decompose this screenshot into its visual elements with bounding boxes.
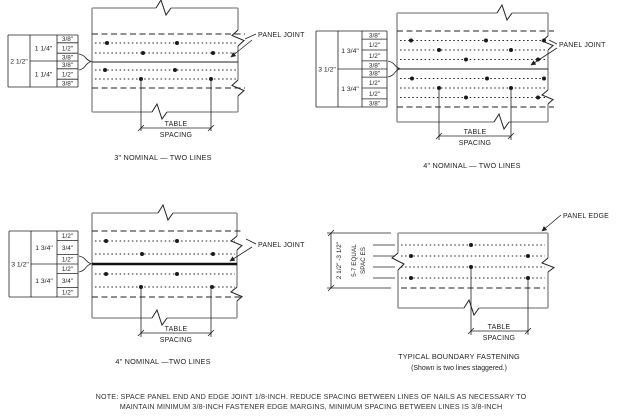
dimension-table: 3 1/2" 1 3/4" 1 3/4" 3/8" 1/2" 1/2" 3/8"… bbox=[315, 30, 402, 108]
row-dim-label: 1/2" bbox=[62, 257, 73, 264]
footnote: NOTE: SPACE PANEL END AND EDGE JOINT 1/8… bbox=[0, 392, 622, 412]
diagram-3-nominal-two-lines: 2 1/2" 1 1/4" 1 1/4" 3/8" 1/2" 3/8" 3/8"… bbox=[7, 0, 305, 162]
row-dim-label: 1/2" bbox=[62, 290, 73, 297]
diagram-typical-boundary-fastening: 2 1/2" -3 1/2" 5-7 EQUAL SPAC ES PANEL E… bbox=[327, 213, 609, 372]
row-dim-label: 3/8" bbox=[369, 100, 380, 107]
row-dim-label: 1/2" bbox=[369, 53, 380, 60]
table-spacing-label: SPACING bbox=[160, 132, 192, 139]
equal-spaces-label: 5-7 EQUAL bbox=[351, 244, 358, 277]
panel-outline bbox=[91, 203, 243, 327]
row-dim-label: 3/8" bbox=[369, 32, 380, 39]
nail-dots bbox=[103, 41, 215, 81]
row-dim-label: 1/2" bbox=[369, 42, 380, 49]
table-spacing-label: SPACING bbox=[459, 140, 491, 147]
nail-dots bbox=[409, 243, 530, 280]
group-dim-label: 1 1/4" bbox=[35, 72, 53, 79]
row-dim-label: 3/8" bbox=[62, 80, 73, 87]
table-spacing-label: SPACING bbox=[483, 335, 515, 342]
table-spacing-dimension: TABLE SPACING bbox=[137, 289, 215, 344]
diagram-4-nominal-two-lines-a: 3 1/2" 1 3/4" 1 3/4" 3/8" 1/2" 1/2" 3/8"… bbox=[315, 3, 606, 170]
diagram-4-nominal-two-lines-b: 3 1/2" 1 3/4" 1 3/4" 1/2" 3/4" 1/2" 1/2"… bbox=[8, 203, 305, 366]
panel-joint-callout: PANEL JOINT bbox=[229, 238, 305, 262]
table-spacing-label: TABLE bbox=[488, 324, 511, 331]
table-spacing-label: SPACING bbox=[160, 337, 192, 344]
panel-edge-callout: PANEL EDGE bbox=[541, 213, 609, 232]
fastener-lines bbox=[397, 30, 554, 108]
group-dim-label: 1 3/4" bbox=[35, 278, 53, 285]
dimension-table: 2 1/2" 1 1/4" 1 1/4" 3/8" 1/2" 3/8" 3/8"… bbox=[7, 34, 93, 87]
equal-spaces-label: SPAC ES bbox=[360, 247, 367, 274]
footnote-line: NOTE: SPACE PANEL END AND EDGE JOINT 1/8… bbox=[95, 392, 527, 401]
diagram-caption: 3" NOMINAL — TWO LINES bbox=[114, 153, 211, 162]
diagram-subcaption: (Shown is two lines staggered.) bbox=[411, 365, 507, 372]
fastener-lines bbox=[92, 230, 244, 298]
group-dim-label: 1 3/4" bbox=[35, 245, 53, 252]
fastener-lines bbox=[401, 243, 545, 289]
diagram-caption: 4" NOMINAL — TWO LINES bbox=[423, 161, 520, 170]
row-dim-label: 3/8" bbox=[369, 70, 380, 77]
panel-edge-label: PANEL EDGE bbox=[563, 213, 609, 220]
panel-outline bbox=[91, 0, 245, 121]
row-dim-label: 1/2" bbox=[62, 266, 73, 273]
group-dim-label: 1 3/4" bbox=[341, 86, 359, 93]
edge-range-label: 2 1/2" -3 1/2" bbox=[336, 242, 343, 279]
row-dim-label: 1/2" bbox=[369, 80, 380, 87]
row-dim-label: 3/8" bbox=[369, 62, 380, 69]
overall-dim-label: 3 1/2" bbox=[11, 261, 29, 268]
dimension-table: 3 1/2" 1 3/4" 1 3/4" 1/2" 3/4" 1/2" 1/2"… bbox=[8, 230, 93, 298]
overall-dim-label: 3 1/2" bbox=[318, 67, 336, 74]
table-spacing-label: TABLE bbox=[165, 326, 188, 333]
row-dim-label: 1/2" bbox=[62, 71, 73, 78]
table-spacing-label: TABLE bbox=[165, 121, 188, 128]
diagram-caption: TYPICAL BOUNDARY FASTENING bbox=[398, 352, 520, 361]
table-spacing-dimension: TABLE SPACING bbox=[467, 269, 532, 342]
table-spacing-dimension: TABLE SPACING bbox=[435, 90, 515, 147]
edge-dimension: 2 1/2" -3 1/2" 5-7 EQUAL SPAC ES bbox=[327, 229, 395, 292]
panel-joint-callout: PANEL JOINT bbox=[530, 39, 606, 66]
table-spacing-label: TABLE bbox=[464, 129, 487, 136]
group-dim-label: 1 1/4" bbox=[35, 46, 53, 53]
panel-outline bbox=[391, 232, 556, 317]
row-dim-label: 1/2" bbox=[62, 45, 73, 52]
panel-outline bbox=[396, 3, 554, 131]
fastener-lines bbox=[92, 33, 245, 89]
footnote-line: MAINTAIN MINIMUM 3/8-INCH FASTENER EDGE … bbox=[119, 402, 503, 411]
row-dim-label: 3/8" bbox=[62, 62, 73, 69]
group-dim-label: 1 3/4" bbox=[341, 48, 359, 55]
panel-joint-label: PANEL JOINT bbox=[258, 242, 305, 249]
overall-dim-label: 2 1/2" bbox=[10, 59, 28, 66]
panel-joint-label: PANEL JOINT bbox=[559, 42, 606, 49]
table-spacing-dimension: TABLE SPACING bbox=[137, 81, 215, 139]
panel-joint-callout: PANEL JOINT bbox=[230, 32, 305, 58]
diagram-caption: 4" NOMINAL —TWO LINES bbox=[115, 357, 210, 366]
panel-joint-label: PANEL JOINT bbox=[258, 32, 305, 39]
row-dim-label: 3/4" bbox=[62, 245, 73, 252]
row-dim-label: 3/4" bbox=[62, 278, 73, 285]
nail-dots bbox=[104, 239, 215, 289]
row-dim-label: 3/8" bbox=[62, 54, 73, 61]
nail-dots bbox=[409, 38, 546, 100]
row-dim-label: 3/8" bbox=[62, 36, 73, 43]
row-dim-label: 1/2" bbox=[369, 91, 380, 98]
row-dim-label: 1/2" bbox=[62, 233, 73, 240]
